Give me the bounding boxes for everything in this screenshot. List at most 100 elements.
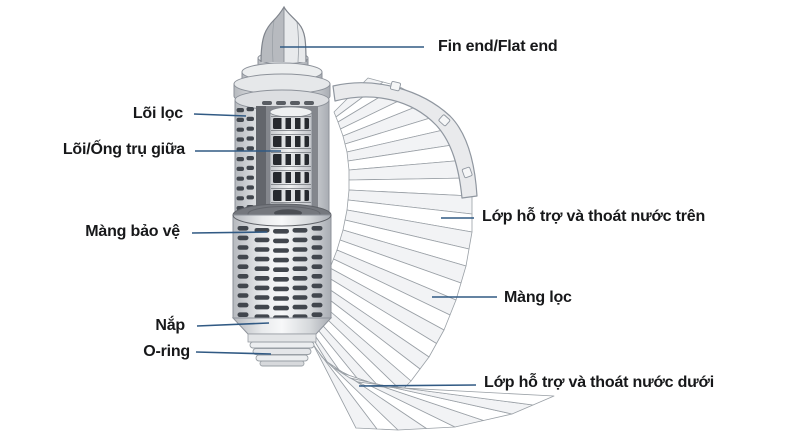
membrane-slot (254, 256, 270, 262)
membrane-slot (273, 286, 289, 292)
core-post (281, 118, 286, 129)
center-core-top (269, 106, 313, 118)
core-post (300, 154, 305, 165)
bottom-shoulder (231, 317, 333, 335)
wall-slot (236, 137, 244, 142)
label-nap: Nắp (155, 317, 185, 334)
thread-ring (255, 354, 309, 362)
wall-slot (246, 146, 254, 151)
membrane-slot (311, 302, 323, 308)
membrane-slot (292, 228, 308, 233)
label-fin-end: Fin end/Flat end (438, 38, 558, 55)
core-post (281, 172, 286, 183)
membrane-slot (237, 235, 249, 241)
fin-outline (260, 5, 307, 63)
membrane-slot (237, 254, 249, 260)
membrane-slot (237, 264, 249, 269)
leader-lines (191, 46, 497, 387)
wall-slot (236, 117, 244, 122)
wall-slot (236, 127, 244, 132)
membrane-slot (292, 266, 308, 271)
lower-shell-lip (232, 214, 332, 227)
membrane-slot (237, 293, 249, 298)
membrane-slot (292, 295, 308, 300)
wall-slot (236, 176, 244, 181)
core-post (300, 118, 305, 129)
wall-slot (236, 186, 244, 191)
membrane-slot (237, 302, 249, 308)
membrane-slot (254, 266, 270, 271)
thread-ring (249, 341, 315, 349)
wall-slot (246, 107, 254, 112)
wall-slot (246, 116, 254, 121)
label-mang-bao-ve: Màng bảo vệ (85, 223, 180, 240)
cartridge-body (231, 89, 333, 367)
band-notch (390, 81, 401, 92)
core-post (281, 154, 286, 165)
membrane-slot (311, 245, 323, 250)
membrane-slot (311, 235, 323, 241)
membrane-slot (292, 237, 308, 243)
band-notch (461, 166, 473, 179)
membrane-slot (273, 277, 289, 282)
membrane-slot (254, 237, 270, 243)
membrane-slot (273, 296, 289, 301)
leader-lop-ho-tro-duoi (358, 384, 477, 387)
wall-slot (246, 165, 254, 170)
rim-slot (262, 101, 272, 105)
cutaway-shadow (256, 106, 266, 212)
leader-o-ring (195, 351, 272, 355)
core-post (291, 118, 295, 129)
outer-wall-slots (236, 101, 314, 211)
core-post (291, 190, 295, 201)
neck (247, 333, 317, 343)
membrane-slot (292, 304, 308, 310)
membrane-slot (273, 267, 289, 272)
fin-ridge (296, 21, 300, 63)
wall-slot (236, 166, 244, 171)
label-loi-loc: Lõi lọc (132, 105, 183, 122)
membrane-slot (237, 245, 249, 250)
wall-slot (236, 157, 244, 162)
wall-slot (236, 196, 244, 201)
label-lop-ho-tro-tren: Lớp hỗ trợ và thoát nước trên (482, 208, 706, 225)
membrane-slot (273, 248, 289, 253)
membrane-slot (273, 238, 289, 244)
rim-slot (276, 101, 286, 105)
core-post (300, 172, 305, 183)
membrane-slot (254, 295, 270, 300)
membrane-slot (237, 226, 249, 231)
wall-slot (246, 136, 254, 141)
pleat (357, 381, 555, 406)
core-post (281, 190, 286, 201)
core-post (300, 190, 305, 201)
leader-nap (196, 322, 270, 327)
end-cap-band-path (332, 82, 478, 199)
wall-slot (236, 108, 244, 113)
end-cap-band (332, 81, 478, 199)
rim-slot (304, 101, 314, 105)
membrane-slot (311, 254, 323, 260)
membrane-slot (254, 276, 270, 281)
o-ring-groove (252, 348, 312, 355)
membrane-slot (273, 229, 289, 234)
membrane-slot (311, 283, 323, 289)
pleated-membrane-fan (310, 77, 555, 431)
wall-slot (246, 185, 254, 190)
wall-slot (246, 175, 254, 180)
membrane-slot (273, 257, 289, 263)
leader-mang-bao-ve (191, 231, 268, 234)
core-post (300, 136, 305, 147)
membrane-slot (311, 312, 323, 317)
label-loi-ong-tru-giua: Lõi/Ống trụ giữa (62, 141, 185, 158)
core-post (291, 172, 295, 183)
label-mang-loc: Màng lọc (504, 289, 572, 306)
membrane-slot (254, 247, 270, 252)
bottom-tip (259, 360, 305, 367)
fin-right-facet (284, 7, 306, 62)
membrane-slot (254, 304, 270, 310)
membrane-slot (292, 285, 308, 291)
membrane-slot (273, 305, 289, 311)
membrane-slot (311, 264, 323, 269)
